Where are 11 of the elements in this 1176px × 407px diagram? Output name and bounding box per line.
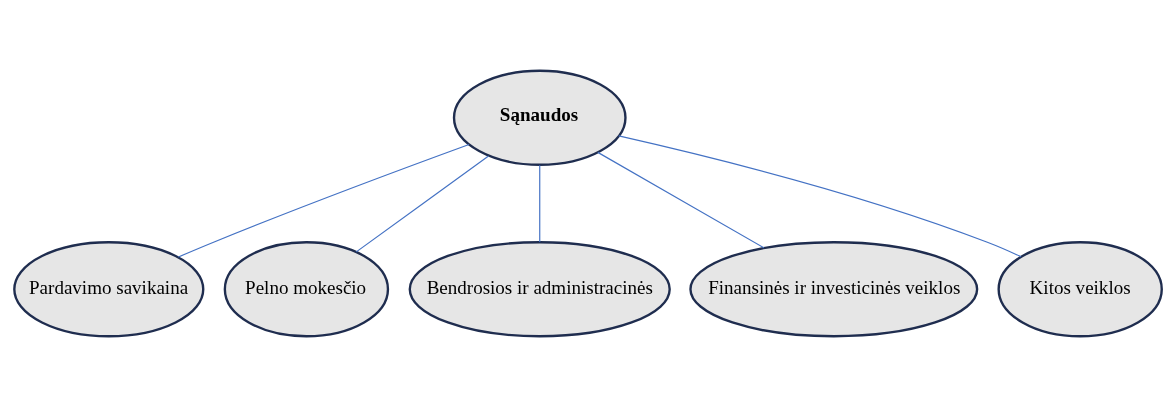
connector (177, 143, 470, 258)
connector (597, 151, 765, 249)
node-ellipse: Kitos veiklos (997, 241, 1163, 338)
node-ellipse: Sąnaudos (452, 69, 627, 166)
connector (618, 135, 1022, 258)
connector (539, 164, 541, 243)
connector (355, 155, 490, 253)
node-ellipse: Bendrosios ir administracinės (408, 241, 671, 338)
node-ellipse: Pelno mokesčio (223, 241, 390, 338)
node-ellipse: Pardavimo savikaina (13, 241, 205, 338)
node-ellipse: Finansinės ir investicinės veiklos (689, 241, 979, 338)
